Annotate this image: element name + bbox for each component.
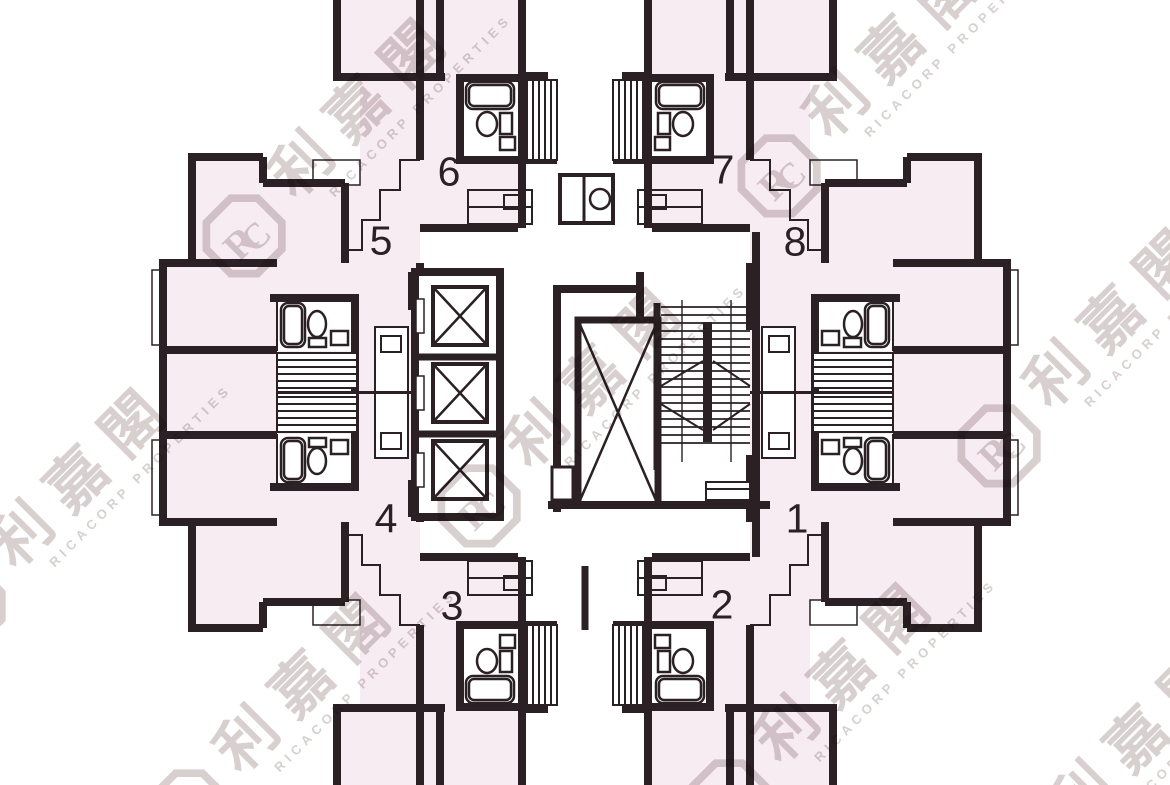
elevator-icon (431, 285, 489, 501)
landing-closet (705, 481, 751, 501)
drain-circle (588, 187, 612, 211)
unit-label-1: 1 (785, 495, 809, 542)
unit-label-6: 6 (437, 148, 461, 195)
unit-label-5: 5 (369, 217, 393, 264)
service-shaft (548, 272, 770, 512)
elevator-door (415, 298, 425, 488)
staircase (653, 300, 751, 501)
shaft-closet (550, 465, 575, 502)
central-core (408, 173, 770, 630)
unit-label-3: 3 (440, 582, 464, 629)
elevator-bank (411, 268, 504, 521)
quadrant-top-right (613, 0, 1018, 396)
quadrant-bottom-right (613, 389, 1018, 785)
unit-label-2: 2 (710, 581, 734, 628)
unit-label-8: 8 (783, 218, 807, 265)
drain-box (558, 173, 615, 225)
unit-label-7: 7 (711, 146, 735, 193)
unit-label-4: 4 (374, 495, 398, 542)
core-walls (408, 232, 760, 557)
stair-break-lines (660, 360, 751, 431)
